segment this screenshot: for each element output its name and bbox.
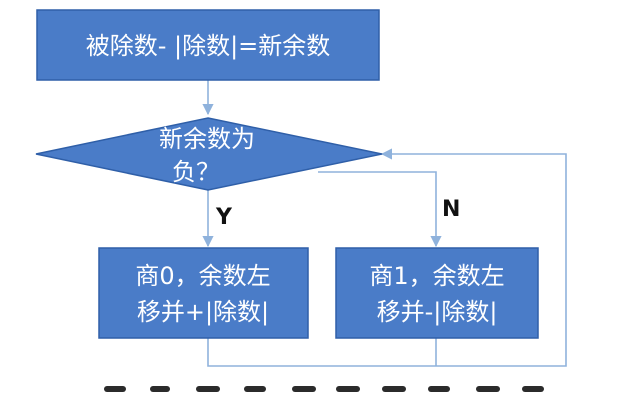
cropped-glyph (382, 386, 406, 392)
cropped-glyph (150, 386, 170, 392)
process-box-top: 被除数- |除数|=新余数 (36, 9, 380, 81)
no-edge-label: N (442, 197, 460, 222)
cropped-glyph (196, 386, 220, 392)
process-box-quotient-0: 商0，余数左 移并+|除数| (98, 247, 309, 339)
cropped-glyph (428, 386, 450, 392)
cropped-glyph (522, 386, 544, 392)
decision-label-line1: 新余数为 (159, 125, 255, 153)
process-box-quotient-1: 商1，余数左 移并-|除数| (335, 247, 539, 339)
connector-decision-no (318, 171, 442, 248)
cropped-glyph (244, 386, 266, 392)
quotient-1-line1: 商1，余数左 (369, 262, 504, 290)
decision-diamond: 新余数为 负？ (35, 117, 383, 191)
quotient-1-line2: 移并-|除数| (377, 298, 498, 326)
cropped-caption-fragments (0, 378, 633, 400)
quotient-0-line2: 移并+|除数| (137, 298, 269, 326)
cropped-glyph (104, 386, 126, 392)
decision-label-line2: 负？ (172, 158, 220, 186)
yes-label: Y (215, 205, 233, 230)
yes-edge-label: Y (215, 205, 233, 230)
cropped-glyph (336, 386, 360, 392)
connector-loop-back (207, 148, 567, 367)
cropped-glyph (292, 386, 316, 392)
cropped-glyph (476, 386, 500, 392)
quotient-0-line1: 商0，余数左 (135, 262, 270, 290)
no-label: N (442, 197, 460, 222)
process-box-top-label: 被除数- |除数|=新余数 (86, 32, 331, 60)
